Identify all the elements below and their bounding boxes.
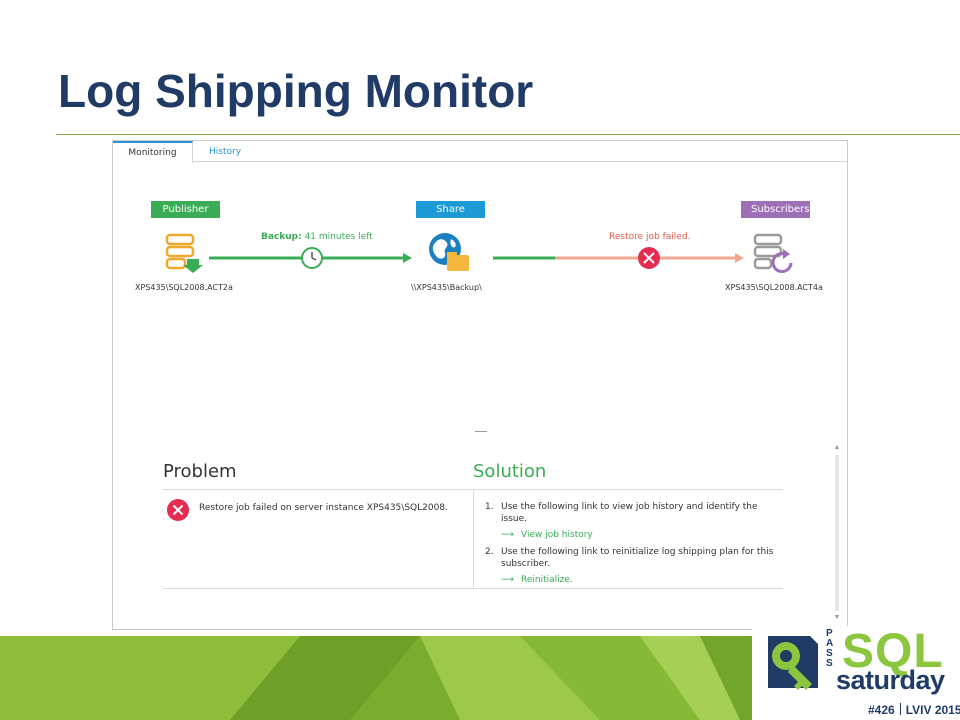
- scroll-down-arrow-icon[interactable]: ▼: [833, 614, 841, 621]
- scroll-up-arrow-icon[interactable]: ▲: [833, 444, 841, 451]
- view-job-history-link[interactable]: ⟶ View job history: [485, 529, 781, 541]
- sql-saturday-logo: [752, 626, 960, 720]
- heading-divider: [163, 489, 783, 490]
- problem-text: Restore job failed on server instance XP…: [199, 503, 448, 513]
- scroll-track[interactable]: [835, 455, 839, 611]
- restore-arrowhead: [735, 253, 744, 263]
- reinitialize-link[interactable]: ⟶ Reinitialize.: [485, 574, 781, 586]
- logo-saturday-text: saturday: [836, 665, 945, 695]
- restore-status-text: Restore job failed.: [609, 232, 691, 242]
- subscribers-caption: XPS435\SQL2008.ACT4a: [725, 283, 823, 292]
- share-caption: \\XPS435\Backup\: [411, 283, 482, 292]
- subscribers-label: Subscribers: [741, 201, 810, 218]
- event-edition: #426 LVIV 2015: [868, 703, 960, 717]
- arrow-right-icon: ⟶: [501, 530, 514, 540]
- logo-pass-text: PASS: [826, 628, 834, 669]
- logo-sql-text: SQL: [842, 625, 944, 678]
- connection-lines: [209, 247, 744, 269]
- restore-status: Restore job failed.: [609, 232, 690, 242]
- step-number: 1.: [485, 502, 494, 512]
- arrow-right-icon: ⟶: [501, 575, 514, 585]
- solution-step: 2. Use the following link to reinitializ…: [485, 546, 781, 570]
- step-number: 2.: [485, 547, 494, 557]
- vertical-scrollbar[interactable]: ▲ ▼: [831, 443, 843, 623]
- backup-arrowhead: [403, 253, 412, 263]
- database-download-icon: [165, 233, 203, 273]
- backup-time: 41 minutes left: [304, 232, 373, 242]
- solution-heading: Solution: [473, 461, 547, 482]
- solution-step: 1. Use the following link to view job hi…: [485, 501, 781, 525]
- publisher-label: Publisher: [151, 201, 220, 218]
- column-divider: [473, 490, 474, 589]
- key-logo-icon: [768, 636, 818, 690]
- title-rule: [56, 134, 960, 135]
- database-refresh-icon: [753, 233, 793, 273]
- event-place: LVIV 2015: [905, 703, 960, 717]
- publisher-caption: XPS435\SQL2008.ACT2a: [135, 283, 233, 292]
- log-shipping-window: Monitoring History Publisher: [112, 140, 848, 630]
- view-job-history-label: View job history: [521, 530, 593, 540]
- globe-folder-icon: [429, 233, 469, 271]
- step-text: Use the following link to reinitialize l…: [501, 547, 774, 569]
- panel-bottom-divider: [163, 588, 783, 589]
- clock-icon: [301, 247, 323, 269]
- tab-monitoring[interactable]: Monitoring: [113, 141, 193, 163]
- slide-title: Log Shipping Monitor: [58, 65, 534, 117]
- share-label: Share: [416, 201, 485, 218]
- backup-prefix: Backup:: [261, 232, 302, 242]
- solution-steps: 1. Use the following link to view job hi…: [485, 501, 781, 591]
- tab-history[interactable]: History: [209, 147, 242, 157]
- tab-bar: Monitoring History: [113, 141, 847, 163]
- problem-heading: Problem: [163, 461, 237, 482]
- edition-separator: [899, 703, 901, 715]
- problem-solution-panel: Problem Solution Restore job failed on s…: [163, 461, 783, 589]
- splitter-handle[interactable]: [475, 431, 487, 432]
- backup-status: Backup: 41 minutes left: [261, 232, 373, 242]
- event-number: #426: [868, 703, 895, 717]
- step-text: Use the following link to view job histo…: [501, 502, 758, 524]
- topology-diagram: Publisher XPS435\SQL2008.ACT2a Backup: 4…: [113, 201, 849, 301]
- error-x-icon: [167, 499, 189, 521]
- reinitialize-label: Reinitialize.: [521, 575, 573, 585]
- error-x-icon: [638, 247, 660, 269]
